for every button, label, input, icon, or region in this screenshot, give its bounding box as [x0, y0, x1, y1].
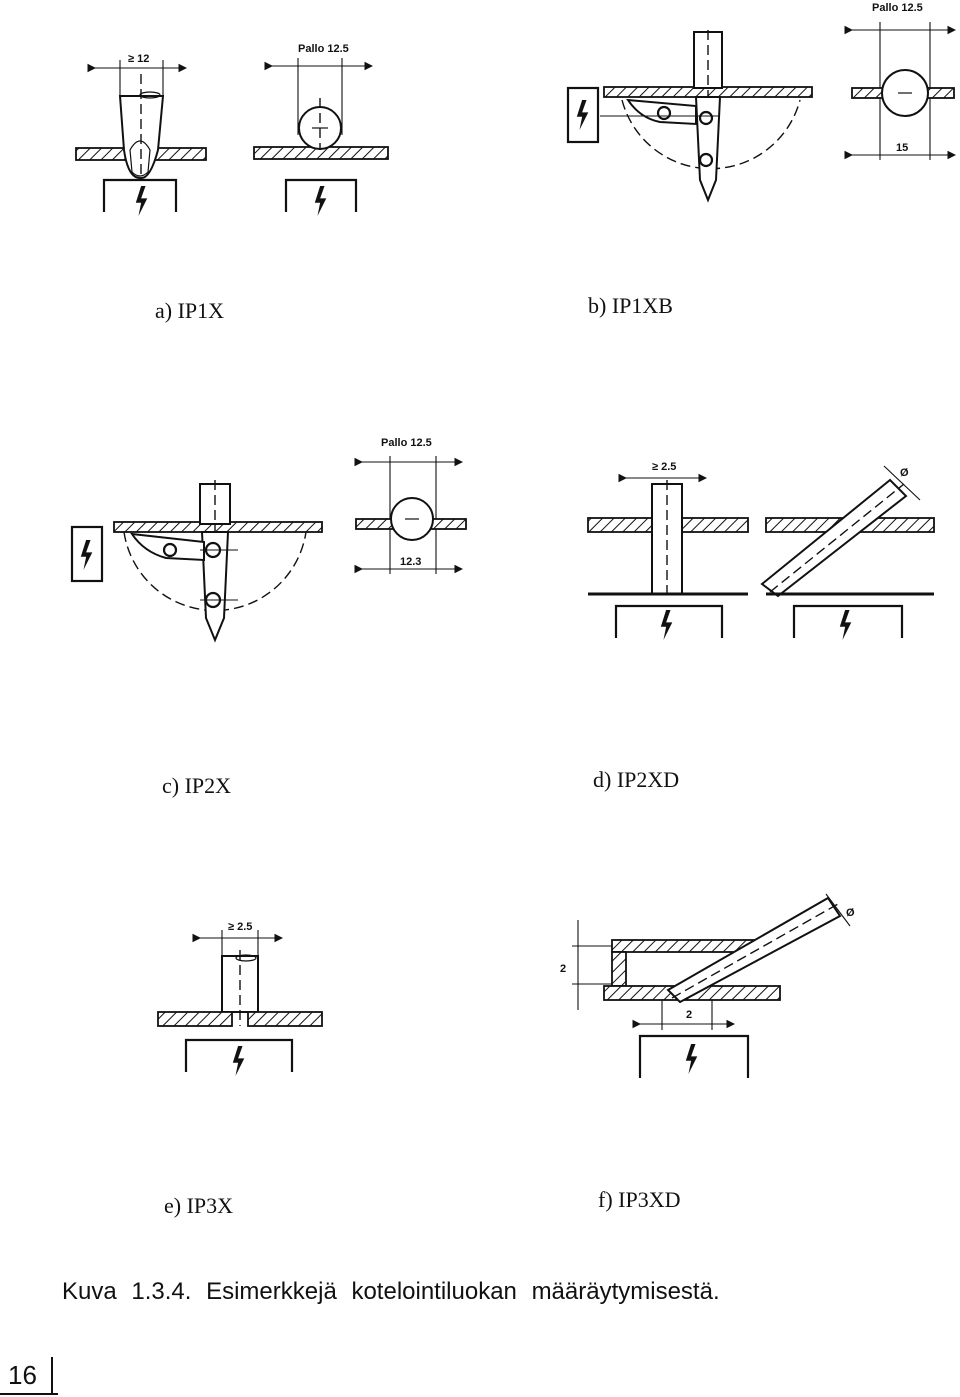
panel-d-dim-diameter: Ø: [900, 467, 909, 479]
panel-d-dim-width: ≥ 2.5: [652, 461, 676, 473]
page-number: 16: [8, 1357, 53, 1393]
panel-b-dim-gap: 15: [896, 142, 908, 154]
panel-a-label: a) IP1X: [155, 298, 225, 323]
panel-c-dim-ball: Pallo 12.5: [381, 437, 432, 449]
panel-e-label: e) IP3X: [164, 1193, 234, 1218]
panel-f-drawing: 2 Ø 2: [560, 893, 855, 1078]
panel-c-dim-gap: 12.3: [400, 556, 421, 568]
page-number-rule: [0, 1393, 58, 1395]
panel-f-dim-gap: 2: [686, 1009, 692, 1021]
panel-b-dim-ball: Pallo 12.5: [872, 2, 923, 14]
panel-c-ball-drawing: Pallo 12.5 12.3: [354, 437, 467, 574]
panel-a-ball-drawing: Pallo 12.5: [253, 43, 389, 216]
panel-b-drawing: [566, 30, 813, 203]
figure-caption: Kuva 1.3.4. Esimerkkejä kotelointiluokan…: [62, 1278, 720, 1305]
panel-f-label: f) IP3XD: [598, 1187, 681, 1212]
panel-a-drawing: ≥ 12: [75, 53, 207, 216]
panel-e-dim-width: ≥ 2.5: [228, 921, 252, 933]
panel-c-drawing: [70, 480, 323, 643]
panel-c-label: c) IP2X: [162, 773, 232, 798]
panel-a-dim-width: ≥ 12: [128, 53, 149, 65]
panel-f-dim-height: 2: [560, 963, 566, 975]
panel-a-dim-ball: Pallo 12.5: [298, 43, 349, 55]
panel-d-label: d) IP2XD: [593, 767, 680, 792]
panel-b-label: b) IP1XB: [588, 293, 673, 318]
panel-f-dim-diameter: Ø: [846, 907, 855, 919]
panel-d-drawing: ≥ 2.5 Ø: [587, 461, 935, 640]
panel-e-drawing: ≥ 2.5: [157, 921, 323, 1076]
panel-b-ball-drawing: Pallo 12.5 15: [844, 2, 957, 160]
